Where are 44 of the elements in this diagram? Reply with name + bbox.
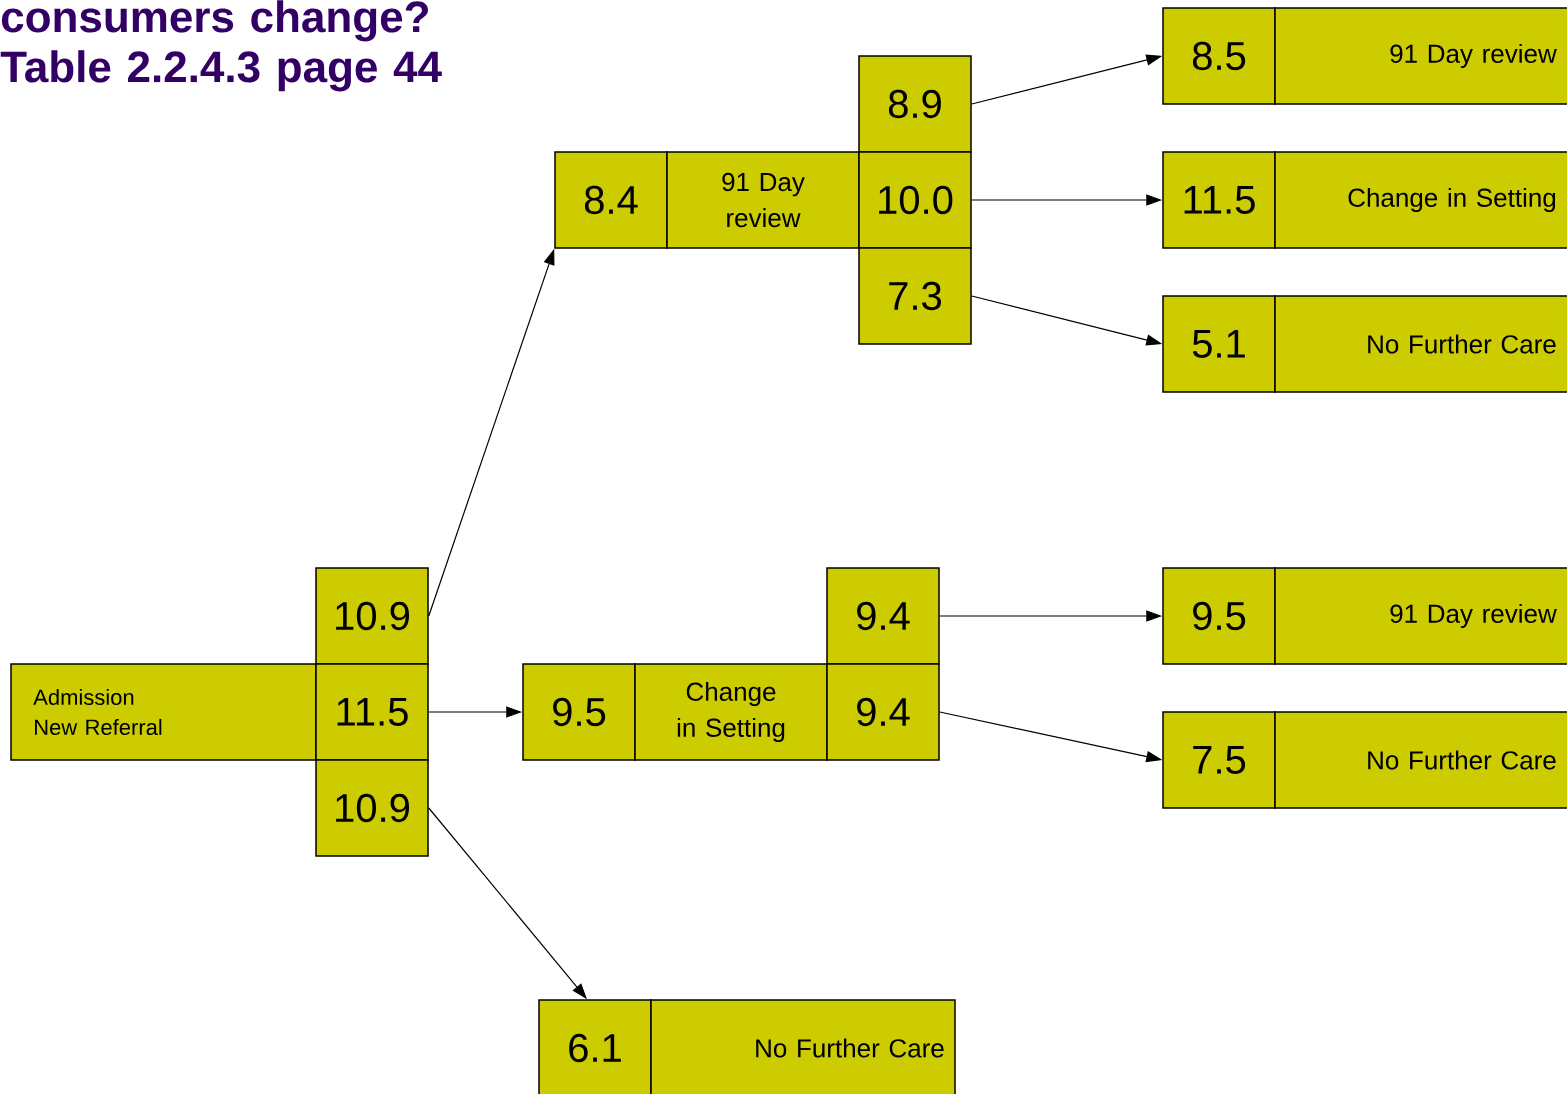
value-box: [522, 663, 636, 761]
value-box: [826, 663, 940, 761]
value-box: [826, 567, 940, 665]
value-box: [315, 663, 429, 761]
node-label: Change in Setting: [677, 681, 785, 743]
node-label: 10.0: [879, 185, 953, 215]
title: consumers change? Table 2.2.4.3 page 44: [0, 0, 442, 92]
label-box: [634, 663, 828, 761]
node-label: Change in Setting: [1348, 187, 1556, 213]
node-label: 10.9: [336, 601, 410, 631]
value-box: [315, 759, 429, 857]
node-label: 11.5: [337, 698, 408, 726]
node-label: 9.5: [1193, 601, 1246, 631]
node-label: 11.5: [1184, 186, 1255, 214]
value-box: [554, 151, 668, 249]
value-box: [1162, 7, 1276, 105]
node-label: 7.3: [889, 281, 942, 311]
node-label: No Further Care: [756, 1038, 944, 1058]
node-label: 91 Day review: [1390, 43, 1557, 69]
node-label: 9.5: [553, 697, 606, 727]
node-label: 8.4: [584, 185, 638, 215]
label-box: [666, 151, 860, 249]
node-label: 91 Day review: [722, 172, 805, 228]
node-label: 8.9: [888, 89, 941, 119]
value-box: [858, 55, 972, 153]
node-label: 7.5: [1193, 746, 1246, 774]
value-box: [1162, 295, 1276, 393]
node-label: 91 Day review: [1390, 603, 1557, 629]
value-box: [1162, 567, 1276, 665]
node-label: 10.9: [336, 793, 410, 823]
value-box: [1162, 151, 1276, 249]
node-label: Admission New Referral: [33, 688, 162, 736]
value-box: [858, 247, 972, 345]
value-box: [858, 151, 972, 249]
node-label: No Further Care: [1368, 750, 1556, 770]
node-label: 6.1: [569, 1033, 621, 1063]
node-label: 9.4: [857, 697, 910, 727]
value-box: [538, 999, 652, 1094]
node-label: 8.5: [1192, 41, 1246, 71]
node-label: No Further Care: [1368, 334, 1556, 354]
value-box: [1162, 711, 1276, 809]
node-label: 9.4: [857, 601, 910, 631]
node-label: 5.1: [1192, 330, 1245, 358]
value-box: [315, 567, 429, 665]
